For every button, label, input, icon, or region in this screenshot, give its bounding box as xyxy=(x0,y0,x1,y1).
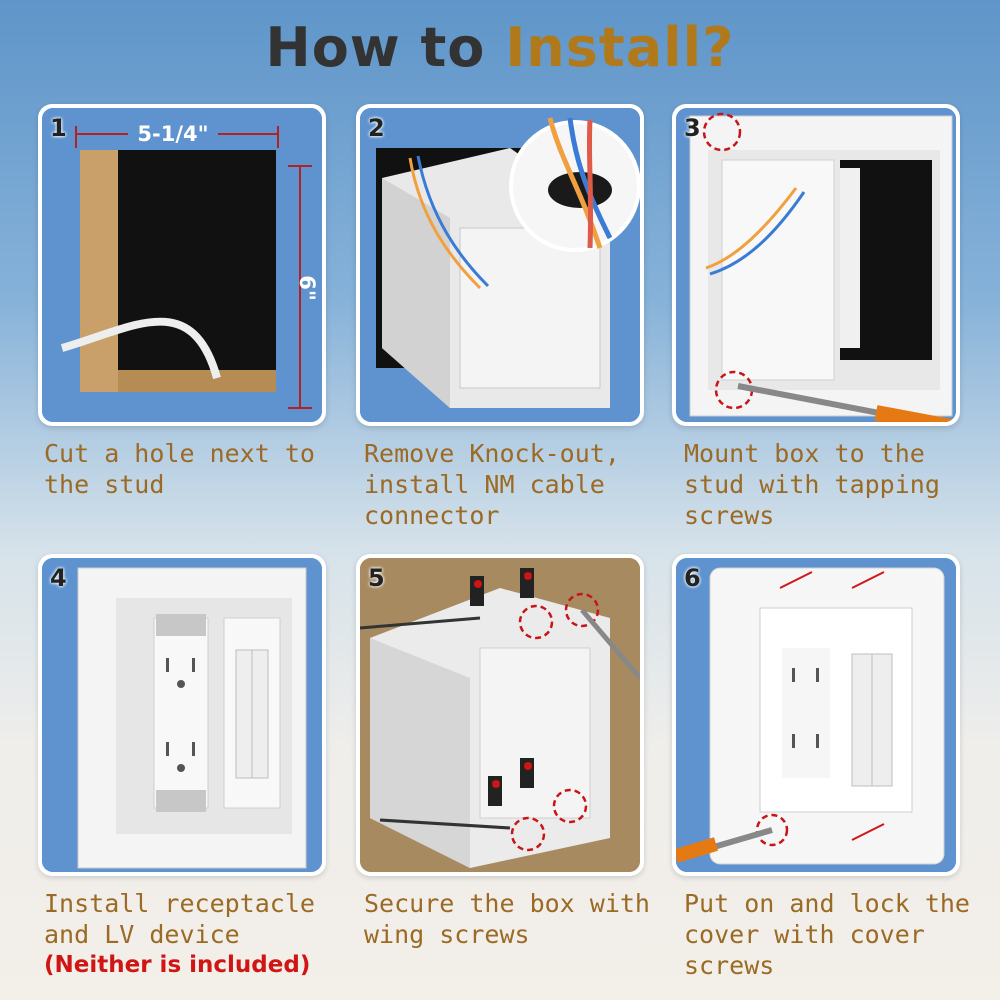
step-2-illustration: 2 xyxy=(360,108,640,422)
dimension-height: 6" xyxy=(295,275,319,301)
step-number: 4 xyxy=(50,564,67,592)
dimension-width: 5-1/4" xyxy=(137,122,208,146)
step-number: 3 xyxy=(684,114,701,142)
step-1-card: 5-1/4" 6" 1 xyxy=(38,104,326,426)
step-3-card: 3 xyxy=(672,104,960,426)
step-4-warning: (Neither is included) xyxy=(44,952,311,978)
step-5-caption: Secure the box with wing screws xyxy=(364,889,650,949)
step-1-wall-hole-image: 5-1/4" 6" xyxy=(42,108,322,422)
step-4-caption-text: Install receptacle and LV device xyxy=(44,889,315,949)
step-number: 2 xyxy=(368,114,385,142)
step-6-caption: Put on and lock the cover with cover scr… xyxy=(684,889,970,980)
step-1-caption: Cut a hole next to the stud xyxy=(44,439,315,499)
step-2-caption: Remove Knock-out, install NM cable conne… xyxy=(364,439,620,530)
step-number: 6 xyxy=(684,564,701,592)
step-4-illustration: 4 xyxy=(42,558,322,872)
step-6-card: 6 xyxy=(672,554,960,876)
step-2-card: 2 xyxy=(356,104,644,426)
step-5-card: 5 xyxy=(356,554,644,876)
title-part-1: How to xyxy=(265,16,506,79)
step-6-illustration: 6 xyxy=(676,558,956,872)
step-number: 1 xyxy=(50,114,67,142)
step-2-box-image xyxy=(360,108,640,422)
step-1-illustration: 5-1/4" 6" 1 xyxy=(42,108,322,422)
step-5-illustration: 5 xyxy=(360,558,640,872)
step-5-wing-screws-image xyxy=(360,558,640,872)
step-4-receptacle-image xyxy=(42,558,322,872)
step-4-caption: Install receptacle and LV device (Neithe… xyxy=(44,888,344,981)
title-part-2: Install? xyxy=(505,16,735,79)
step-3-mount-image xyxy=(676,108,956,422)
page-title: How to Install? xyxy=(0,16,1000,79)
step-4-card: 4 xyxy=(38,554,326,876)
step-6-cover-image xyxy=(676,558,956,872)
step-3-illustration: 3 xyxy=(676,108,956,422)
step-3-caption: Mount box to the stud with tapping screw… xyxy=(684,439,940,530)
step-number: 5 xyxy=(368,564,385,592)
